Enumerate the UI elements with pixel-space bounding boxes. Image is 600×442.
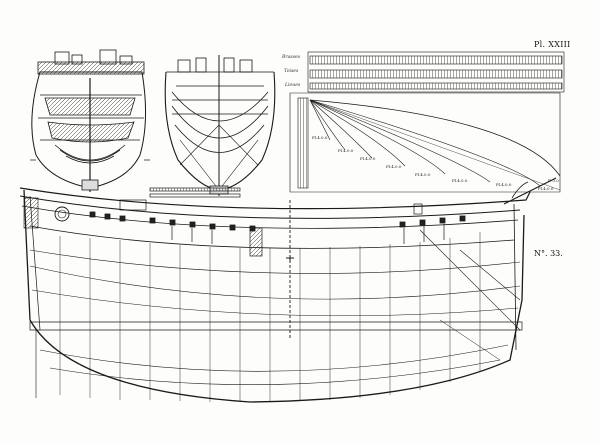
ship-profile [19,177,557,403]
plate-label: Pl. XXIII [534,40,571,49]
section-label: Pl.4.0.0 [338,148,354,153]
section-label: Pl.4.0.0 [312,135,328,140]
scale-table [307,51,565,93]
cross-section-framing [30,49,150,192]
section-label: Pl.4.0.0 [386,164,402,169]
curve-diagram [289,92,561,193]
plan-number: N°. 33. [534,249,563,258]
section-label: Pl.4.0.0 [538,186,554,191]
section-label: Pl.4.0.0 [360,156,376,161]
body-plan-section [164,55,276,196]
scale-label-lieues: Lieues [285,83,301,88]
deck-fittings [119,199,445,262]
section-label: Pl.4.0.0 [415,172,431,177]
scale-label-brasses: Brasses [282,55,301,60]
section-label: Pl.4.0.0 [452,178,468,183]
gun-ports [89,211,466,232]
end-label: P. 3.0 [548,178,559,183]
section-label: Pl.4.0.0 [496,182,512,187]
scale-bar [149,187,241,198]
scale-label-toises: Toises [284,69,299,74]
